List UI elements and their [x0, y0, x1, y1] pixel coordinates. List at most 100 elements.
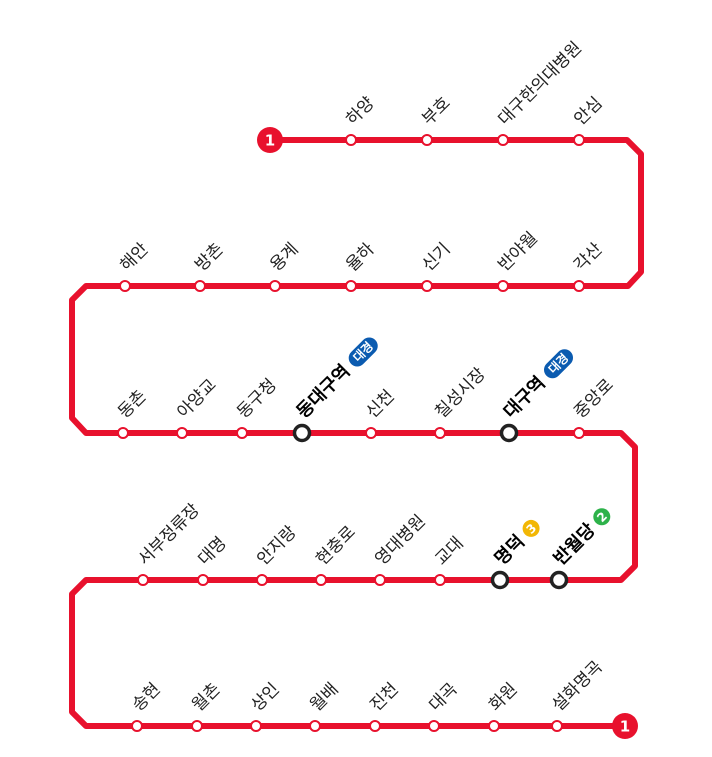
- station-marker[interactable]: [488, 720, 500, 732]
- station-name: 설화명곡: [548, 657, 606, 715]
- station-marker[interactable]: [194, 280, 206, 292]
- station-label: 상인: [247, 679, 283, 715]
- station-marker[interactable]: [236, 427, 248, 439]
- station-name: 영대병원: [371, 511, 429, 569]
- station-name: 방촌: [191, 239, 227, 275]
- station-name: 대구역: [500, 373, 550, 423]
- station-name: 대명: [194, 533, 230, 569]
- station-name: 칠성시장: [431, 364, 490, 423]
- station-marker[interactable]: [365, 427, 377, 439]
- station-marker[interactable]: [549, 570, 569, 590]
- station-label: 동촌: [114, 386, 150, 422]
- station-label: 교대: [431, 533, 467, 569]
- transfer-line-badge: [593, 508, 611, 526]
- station-marker[interactable]: [374, 574, 386, 586]
- station-marker[interactable]: [345, 134, 357, 146]
- station-label: 각산: [570, 239, 607, 276]
- station-label: 화원: [485, 679, 521, 715]
- station-label: 설화명곡: [548, 657, 606, 715]
- station-marker[interactable]: [269, 280, 281, 292]
- station-marker[interactable]: [551, 720, 563, 732]
- station-marker[interactable]: [421, 134, 433, 146]
- station-label: 대명: [194, 533, 230, 569]
- station-marker[interactable]: [573, 134, 585, 146]
- station-label: 부호: [418, 93, 454, 129]
- station-label: 송현: [128, 679, 164, 715]
- station-marker[interactable]: [315, 574, 327, 586]
- line-end-badge: 1: [612, 713, 638, 739]
- line-start-badge: 1: [257, 127, 283, 153]
- station-marker[interactable]: [497, 280, 509, 292]
- station-marker[interactable]: [497, 134, 509, 146]
- station-marker[interactable]: [250, 720, 262, 732]
- station-name: 동대구역: [293, 361, 355, 423]
- station-marker[interactable]: [434, 427, 446, 439]
- station-marker[interactable]: [137, 574, 149, 586]
- transfer-line-badge: [543, 349, 574, 379]
- station-label: 하양: [342, 93, 378, 129]
- station-name: 화원: [485, 679, 521, 715]
- station-label: 서부정류장: [134, 500, 204, 570]
- station-name: 진천: [366, 679, 402, 715]
- station-name: 송현: [128, 679, 164, 715]
- station-marker[interactable]: [499, 423, 519, 443]
- station-name: 각산: [570, 239, 607, 276]
- station-marker[interactable]: [345, 280, 357, 292]
- station-name: 서부정류장: [134, 500, 204, 570]
- station-marker[interactable]: [434, 574, 446, 586]
- station-name: 월촌: [188, 679, 224, 715]
- station-label: 해안: [116, 239, 153, 276]
- station-name: 신기: [418, 239, 454, 275]
- station-marker[interactable]: [573, 427, 585, 439]
- station-label: 방촌: [191, 239, 227, 275]
- station-marker[interactable]: [131, 720, 143, 732]
- station-marker[interactable]: [309, 720, 321, 732]
- station-name: 대곡: [425, 679, 461, 715]
- station-label: 신기: [418, 239, 454, 275]
- station-marker[interactable]: [191, 720, 203, 732]
- station-marker[interactable]: [369, 720, 381, 732]
- station-marker[interactable]: [428, 720, 440, 732]
- station-name: 동촌: [114, 386, 150, 422]
- line-number-label: 1: [265, 132, 275, 150]
- station-marker[interactable]: [176, 427, 188, 439]
- station-name: 아양교: [173, 375, 220, 422]
- station-name: 명덕: [491, 531, 529, 569]
- station-name: 반월당: [550, 519, 600, 569]
- station-label: 칠성시장: [431, 364, 490, 423]
- station-marker[interactable]: [256, 574, 268, 586]
- station-name: 중앙로: [570, 375, 617, 422]
- station-name: 부호: [418, 93, 454, 129]
- station-name: 교대: [431, 533, 467, 569]
- station-label: 용계: [266, 239, 302, 275]
- station-label: 신천: [362, 386, 398, 422]
- station-marker[interactable]: [197, 574, 209, 586]
- transfer-line-badge: [522, 519, 540, 537]
- station-label: 동구청: [233, 375, 280, 422]
- station-marker[interactable]: [292, 423, 312, 443]
- station-name: 안심: [570, 93, 606, 129]
- station-marker[interactable]: [119, 280, 131, 292]
- station-name: 신천: [362, 386, 398, 422]
- line-number-label: 1: [620, 718, 630, 736]
- line-1-track: [69, 137, 644, 729]
- station-name: 해안: [116, 239, 153, 276]
- station-label: 대곡: [425, 679, 461, 715]
- station-name: 용계: [266, 239, 302, 275]
- station-name: 율하: [342, 239, 379, 276]
- station-label: 진천: [366, 679, 402, 715]
- station-name: 현충로: [312, 522, 359, 569]
- station-label: 율하: [342, 239, 379, 276]
- station-marker[interactable]: [117, 427, 129, 439]
- station-label: 안지랑: [253, 522, 301, 570]
- station-marker[interactable]: [490, 570, 510, 590]
- station-marker[interactable]: [421, 280, 433, 292]
- station-marker[interactable]: [573, 280, 585, 292]
- transfer-line-badge: [348, 337, 378, 367]
- station-label: 아양교: [173, 375, 220, 422]
- station-name: 하양: [342, 93, 378, 129]
- station-name: 동구청: [233, 375, 280, 422]
- station-label: 안심: [570, 93, 606, 129]
- station-label: 반야월: [494, 228, 541, 275]
